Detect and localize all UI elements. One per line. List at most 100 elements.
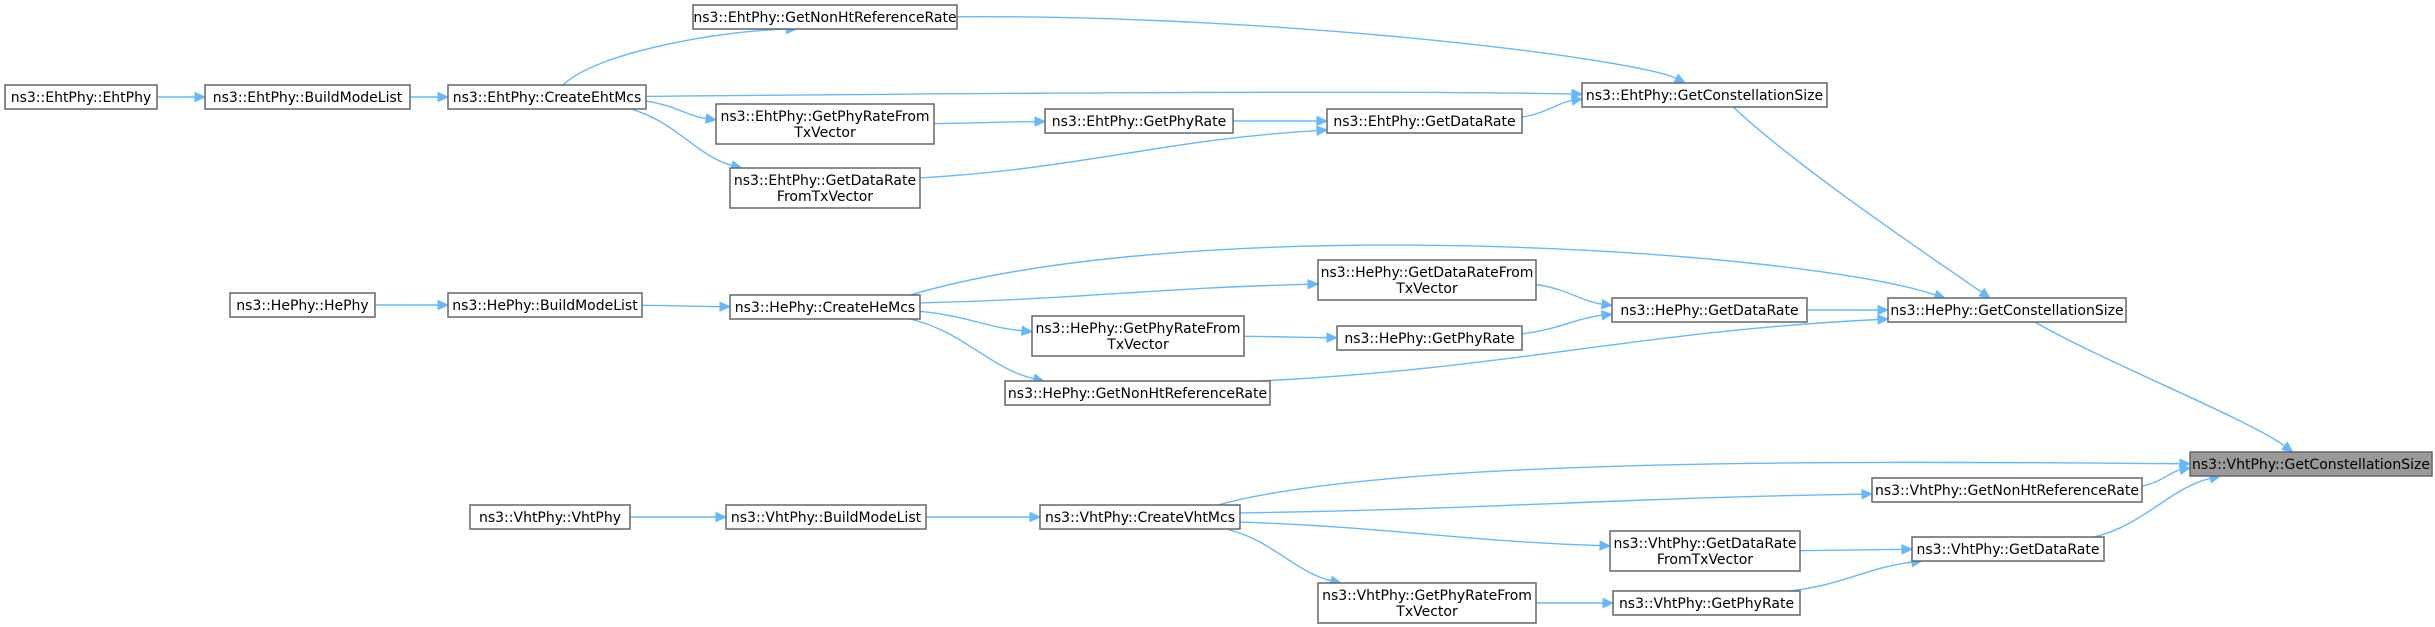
edge-line bbox=[919, 129, 1318, 179]
arrowhead-icon bbox=[1861, 488, 1874, 500]
node-he-nonht[interactable]: ns3::HePhy::GetNonHtReferenceRate bbox=[1004, 380, 1271, 406]
node-label: ns3::HePhy::GetNonHtReferenceRate bbox=[1008, 386, 1267, 402]
edge-line bbox=[1732, 106, 1983, 293]
edge-line bbox=[641, 304, 721, 308]
arrowhead-icon bbox=[1316, 125, 1329, 136]
node-box bbox=[1581, 82, 1828, 108]
node-vht-build[interactable]: ns3::VhtPhy::BuildModeList bbox=[725, 504, 927, 530]
node-label: TxVector bbox=[1395, 281, 1458, 297]
node-box bbox=[1039, 504, 1241, 530]
node-he-build[interactable]: ns3::HePhy::BuildModeList bbox=[447, 292, 643, 318]
node-box bbox=[1044, 108, 1234, 134]
node-he-ctor[interactable]: ns3::HePhy::HePhy bbox=[229, 292, 376, 318]
edge-line bbox=[645, 100, 707, 120]
arrowhead-icon bbox=[1673, 73, 1687, 84]
node-eht-build[interactable]: ns3::EhtPhy::BuildModeList bbox=[204, 84, 411, 110]
arrowhead-icon bbox=[1600, 298, 1614, 310]
node-box bbox=[1317, 582, 1537, 624]
edge-vht-create-to-vht-nonht bbox=[1239, 488, 1874, 514]
node-box bbox=[715, 103, 935, 145]
node-vht-getconst[interactable]: ns3::VhtPhy::GetConstellationSize bbox=[2189, 451, 2433, 477]
arrowhead-icon bbox=[1877, 304, 1890, 316]
node-he-phyrate[interactable]: ns3::HePhy::GetPhyRate bbox=[1336, 325, 1523, 351]
node-label: ns3::HePhy::GetPhyRate bbox=[1344, 331, 1514, 347]
edge-line bbox=[1239, 493, 1863, 514]
node-eht-nonht[interactable]: ns3::EhtPhy::GetNonHtReferenceRate bbox=[692, 4, 958, 30]
node-box bbox=[725, 504, 927, 530]
node-vht-nonht[interactable]: ns3::VhtPhy::GetNonHtReferenceRate bbox=[1871, 477, 2143, 503]
node-eht-datarate[interactable]: ns3::EhtPhy::GetDataRate bbox=[1326, 108, 1523, 134]
node-label: ns3::HePhy::GetConstellationSize bbox=[1890, 303, 2123, 319]
nodes-layer: ns3::EhtPhy::GetNonHtReferenceRatens3::E… bbox=[4, 4, 2433, 624]
node-label: ns3::EhtPhy::GetDataRate bbox=[1333, 114, 1515, 130]
node-he-datarate[interactable]: ns3::HePhy::GetDataRate bbox=[1611, 297, 1808, 323]
node-label: ns3::EhtPhy::GetPhyRateFrom bbox=[720, 109, 929, 125]
edge-line bbox=[919, 283, 1309, 304]
node-box bbox=[692, 4, 958, 30]
edge-he-nonht-to-he-getconst bbox=[1259, 314, 1890, 382]
node-box bbox=[1871, 477, 2143, 503]
node-he-getconst[interactable]: ns3::HePhy::GetConstellationSize bbox=[1887, 297, 2127, 323]
edge-vht-build-to-vht-create bbox=[926, 511, 1042, 523]
node-label: TxVector bbox=[1395, 604, 1458, 620]
edge-line bbox=[1243, 335, 1328, 339]
node-label: ns3::VhtPhy::CreateVhtMcs bbox=[1045, 510, 1235, 526]
node-box bbox=[1031, 315, 1245, 357]
edge-eht-nonht-to-eht-getconst bbox=[956, 15, 1687, 84]
node-label: TxVector bbox=[793, 125, 856, 141]
node-vht-datarate[interactable]: ns3::VhtPhy::GetDataRate bbox=[1911, 536, 2105, 562]
edge-eht-dataratetx-to-eht-datarate bbox=[919, 125, 1329, 179]
edge-he-datarate-to-he-getconst bbox=[1807, 304, 1890, 316]
node-he-create[interactable]: ns3::HePhy::CreateHeMcs bbox=[729, 294, 921, 320]
node-eht-phyrate[interactable]: ns3::EhtPhy::GetPhyRate bbox=[1044, 108, 1234, 134]
edge-he-create-to-he-phyratetx bbox=[919, 310, 1034, 336]
node-eht-create[interactable]: ns3::EhtPhy::CreateEhtMcs bbox=[447, 84, 647, 110]
edge-line bbox=[630, 108, 733, 167]
edge-line bbox=[2034, 321, 2286, 447]
edge-eht-datarate-to-eht-getconst bbox=[1521, 95, 1584, 118]
node-box bbox=[1612, 590, 1801, 616]
node-box bbox=[1887, 297, 2127, 323]
edge-vht-create-to-vht-phyratetx bbox=[1225, 528, 1343, 586]
edge-line bbox=[1535, 283, 1603, 305]
edge-he-create-to-he-dataratetx bbox=[919, 279, 1320, 304]
arrowhead-icon bbox=[1021, 325, 1034, 336]
edge-eht-build-to-eht-create bbox=[409, 91, 450, 103]
node-label: TxVector bbox=[1106, 337, 1169, 353]
arrowhead-icon bbox=[2281, 441, 2294, 453]
node-vht-ctor[interactable]: ns3::VhtPhy::VhtPhy bbox=[469, 504, 631, 530]
arrowhead-icon bbox=[1599, 540, 1612, 551]
node-box bbox=[1317, 259, 1537, 301]
node-label: ns3::VhtPhy::BuildModeList bbox=[731, 510, 922, 526]
arrowhead-icon bbox=[2178, 464, 2192, 476]
edge-eht-phyratetx-to-eht-phyrate bbox=[933, 116, 1047, 127]
node-vht-phyrate[interactable]: ns3::VhtPhy::GetPhyRate bbox=[1612, 590, 1801, 616]
edge-he-dataratetx-to-he-datarate bbox=[1535, 283, 1614, 310]
edge-eht-create-to-eht-nonht bbox=[562, 23, 798, 86]
node-label: ns3::EhtPhy::CreateEhtMcs bbox=[453, 90, 642, 106]
node-eht-getconst[interactable]: ns3::EhtPhy::GetConstellationSize bbox=[1581, 82, 1828, 108]
edge-vht-phyrate-to-vht-datarate bbox=[1789, 556, 1924, 592]
edge-eht-ctor-to-eht-build bbox=[156, 91, 207, 103]
node-label: ns3::VhtPhy::GetNonHtReferenceRate bbox=[1875, 483, 2139, 499]
node-box bbox=[729, 294, 921, 320]
node-label: ns3::VhtPhy::GetConstellationSize bbox=[2192, 457, 2430, 473]
node-label: FromTxVector bbox=[1657, 552, 1753, 568]
edge-line bbox=[1521, 314, 1603, 335]
node-label: ns3::HePhy::GetPhyRateFrom bbox=[1035, 321, 1240, 337]
node-box bbox=[2189, 451, 2433, 477]
node-eht-ctor[interactable]: ns3::EhtPhy::EhtPhy bbox=[4, 84, 158, 110]
node-label: ns3::VhtPhy::GetDataRate bbox=[1917, 542, 2100, 558]
arrowhead-icon bbox=[1570, 95, 1584, 106]
edge-line bbox=[1521, 99, 1573, 118]
arrowhead-icon bbox=[1600, 310, 1614, 321]
edge-line bbox=[562, 28, 787, 86]
arrowhead-icon bbox=[1034, 116, 1047, 127]
node-vht-create[interactable]: ns3::VhtPhy::CreateVhtMcs bbox=[1039, 504, 1241, 530]
